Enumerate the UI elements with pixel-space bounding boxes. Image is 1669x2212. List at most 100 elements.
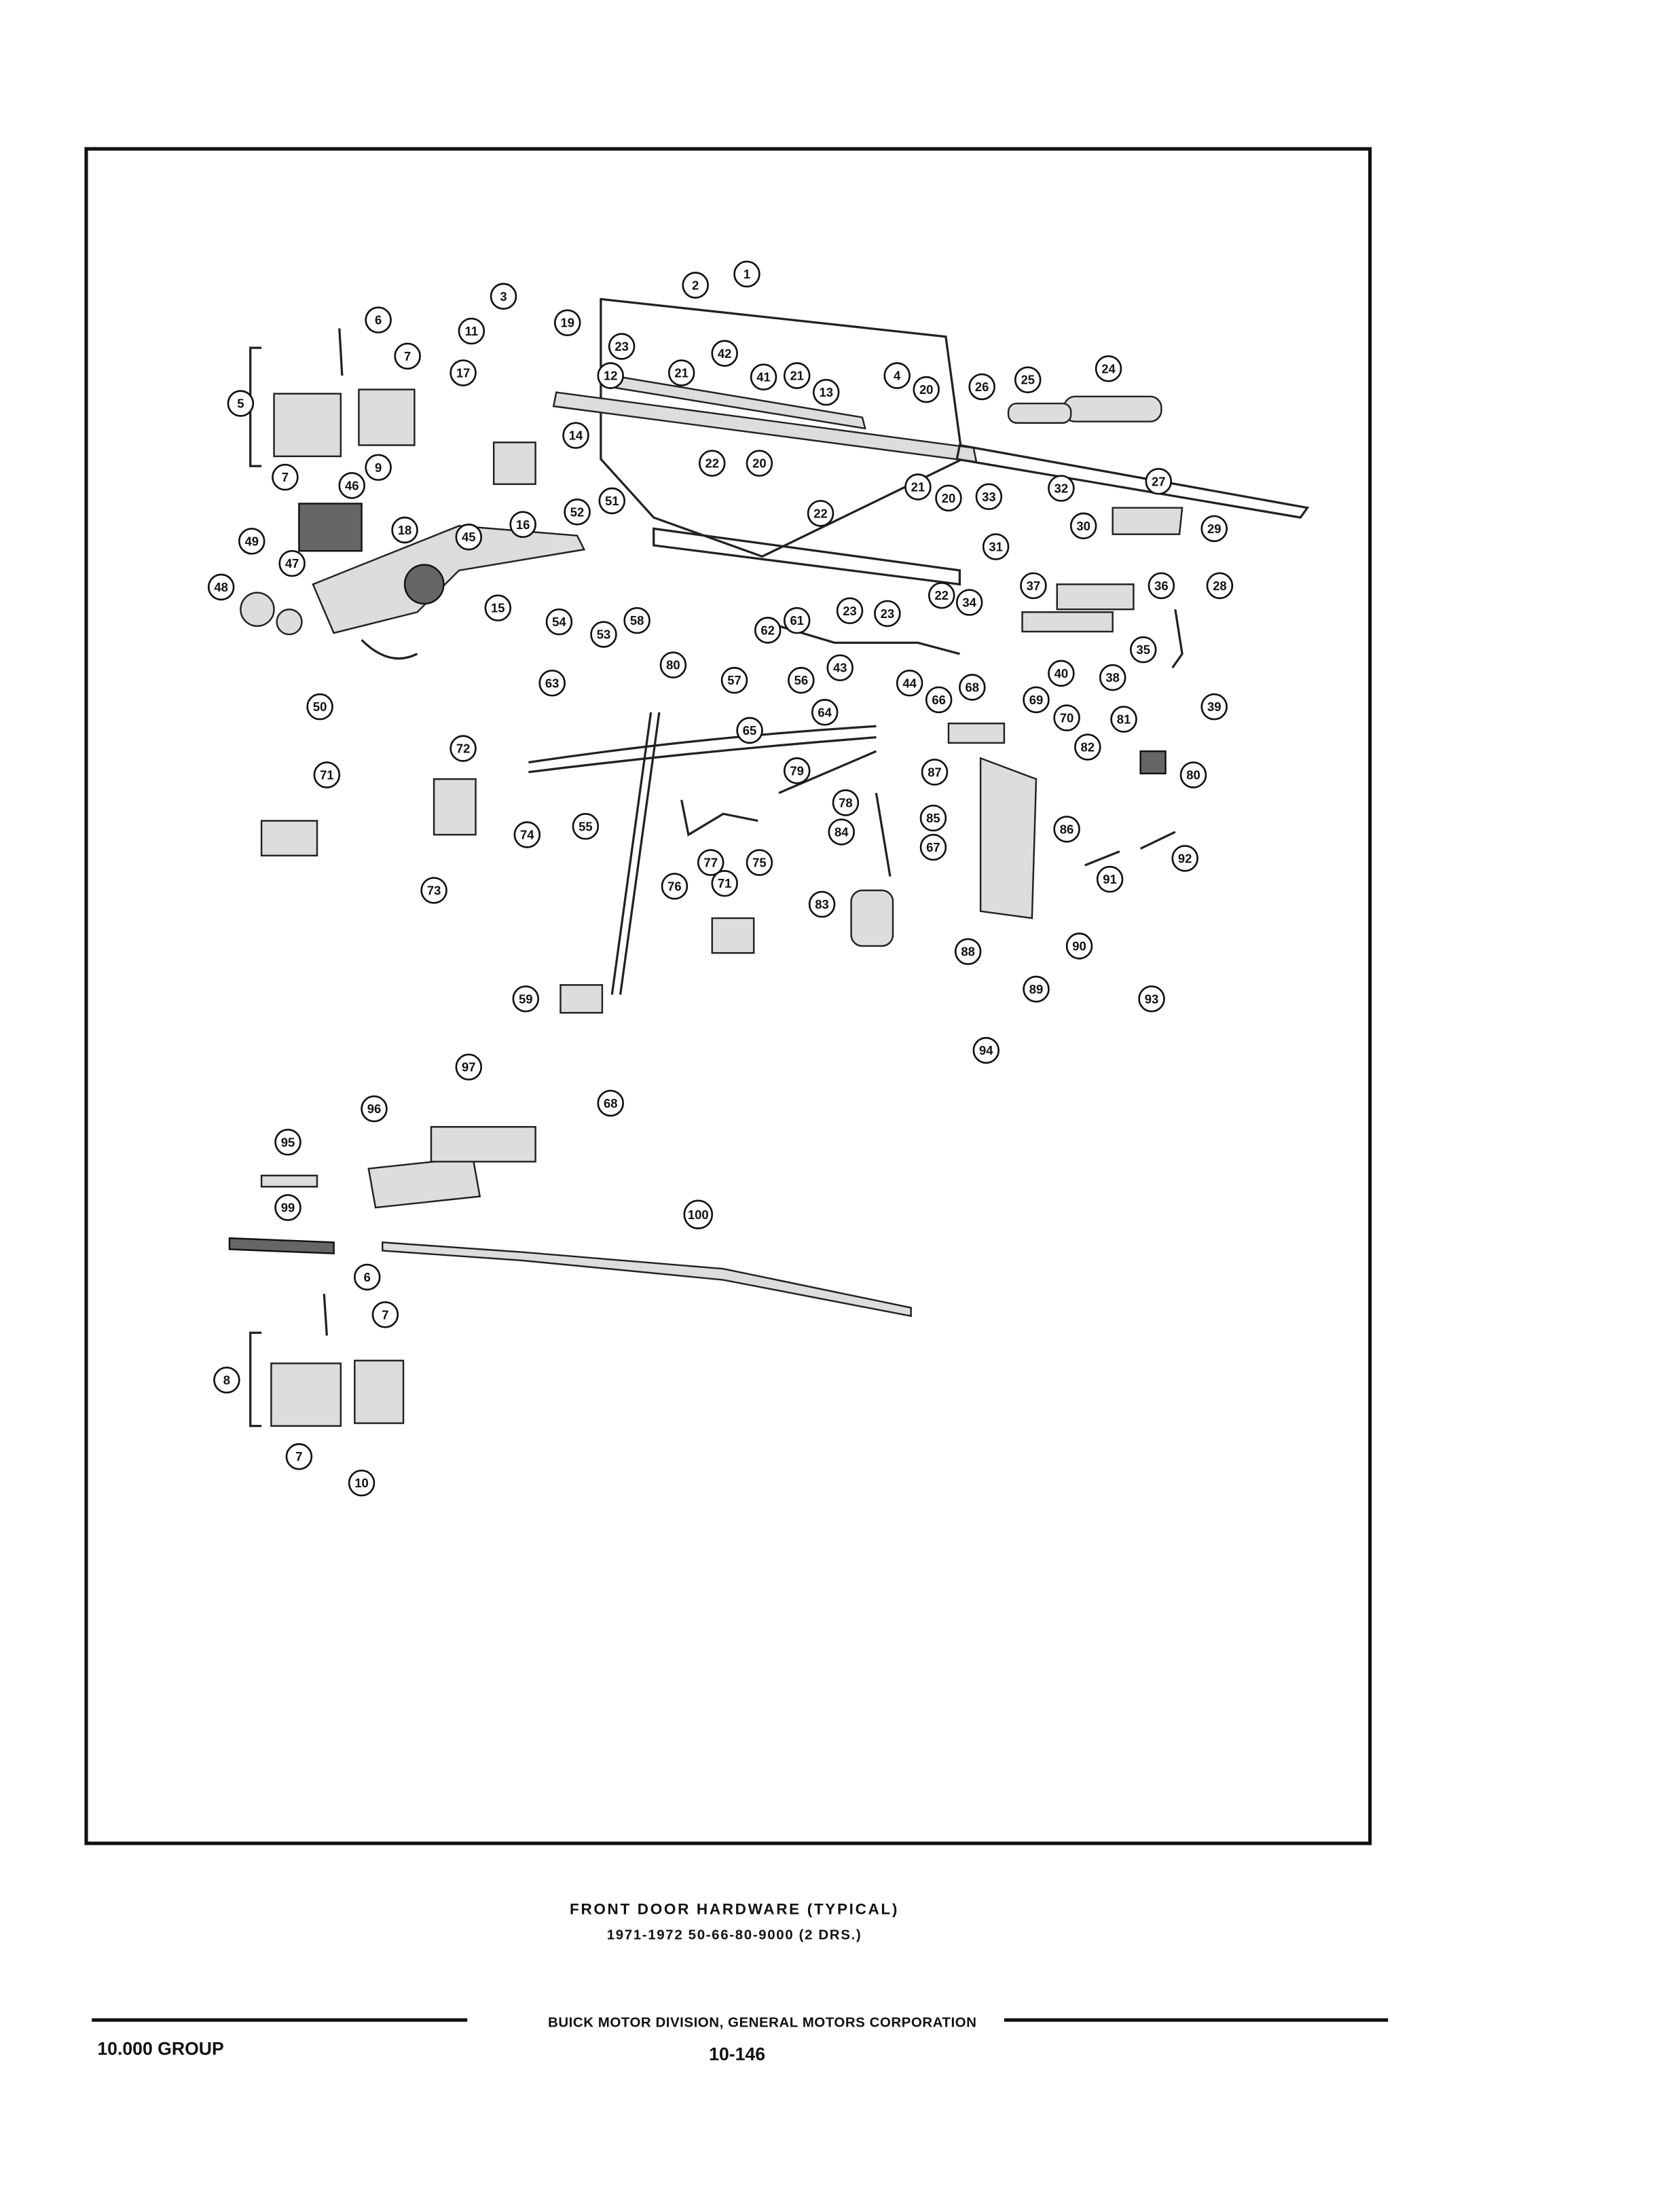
callout-number: 62	[760, 623, 774, 637]
callout-14: 14	[562, 422, 589, 449]
callout-circle	[608, 333, 636, 360]
callout-circle	[450, 735, 477, 762]
callout-number: 67	[926, 840, 940, 854]
callout-40: 40	[1048, 659, 1075, 687]
callout-circle	[904, 473, 932, 501]
lower-hinge-half	[354, 1360, 405, 1424]
callout-22: 22	[928, 581, 955, 609]
spring	[1084, 850, 1120, 867]
callout-85: 85	[919, 804, 947, 832]
callout-circle	[285, 1443, 313, 1470]
callout-circle	[455, 523, 483, 551]
callout-number: 38	[1105, 670, 1119, 685]
callout-circle	[564, 498, 591, 526]
callout-circle	[959, 674, 986, 701]
callout-80: 80	[1179, 761, 1207, 788]
callout-17: 17	[450, 359, 477, 386]
callout-circle	[597, 362, 624, 389]
callout-circle	[1179, 761, 1207, 788]
callout-number: 37	[1027, 579, 1040, 593]
figure-subtitle: 1971-1972 50-66-80-9000 (2 DRS.)	[607, 1927, 862, 1943]
callout-number: 76	[667, 879, 681, 893]
callout-56: 56	[788, 666, 815, 694]
callout-number: 6	[364, 1270, 371, 1284]
callout-92: 92	[1171, 845, 1198, 872]
callout-44: 44	[896, 670, 923, 697]
callout-63: 63	[538, 670, 566, 697]
callout-number: 54	[552, 615, 566, 629]
callout-84: 84	[828, 818, 856, 846]
callout-circle	[338, 472, 365, 499]
callout-circle	[836, 597, 864, 625]
callout-number: 68	[966, 680, 979, 694]
outside-handle	[1063, 395, 1162, 422]
callout-91: 91	[1096, 865, 1124, 893]
callout-62: 62	[754, 617, 782, 644]
callout-number: 42	[718, 346, 731, 361]
callout-59: 59	[512, 985, 540, 1013]
callout-24: 24	[1095, 355, 1122, 382]
callout-circle	[788, 666, 815, 694]
callout-number: 100	[688, 1208, 709, 1222]
inside-handle-71	[260, 820, 318, 857]
callout-number: 64	[818, 705, 832, 719]
callout-circle	[733, 260, 760, 288]
callout-36: 36	[1148, 572, 1175, 600]
rear-channel	[955, 443, 1310, 519]
callout-number: 51	[605, 494, 619, 508]
callout-71: 71	[313, 761, 341, 788]
callout-circle	[572, 812, 600, 840]
callout-circle	[896, 670, 923, 697]
callout-circle	[1148, 572, 1175, 600]
callout-circle	[1096, 865, 1124, 893]
callout-number: 29	[1207, 522, 1221, 536]
callout-number: 31	[989, 540, 1002, 554]
callout-43: 43	[826, 654, 854, 682]
callout-number: 35	[1136, 642, 1150, 657]
rod-bracket	[560, 984, 604, 1014]
callout-circle	[1206, 572, 1234, 600]
callout-number: 20	[919, 382, 933, 397]
callout-circle	[513, 821, 541, 848]
callout-number: 90	[1072, 939, 1086, 953]
callout-number: 56	[794, 673, 808, 687]
escutcheon	[276, 608, 303, 636]
callout-circle	[711, 340, 738, 367]
callout-number: 33	[982, 490, 995, 504]
callout-21: 21	[904, 473, 932, 501]
callout-number: 61	[790, 613, 803, 628]
callout-number: 52	[570, 505, 584, 519]
callout-circle	[365, 306, 392, 333]
callout-number: 72	[456, 742, 470, 756]
callout-94: 94	[972, 1036, 1000, 1064]
callout-number: 26	[975, 380, 989, 394]
callout-number: 10	[354, 1476, 368, 1490]
callout-number: 65	[743, 723, 756, 738]
callout-number: 85	[926, 811, 940, 825]
callout-6: 6	[365, 306, 392, 333]
callout-51: 51	[598, 487, 626, 515]
callout-circle	[1095, 355, 1122, 382]
callout-49: 49	[238, 528, 265, 555]
callout-88: 88	[954, 938, 982, 965]
callout-circle	[972, 1036, 1000, 1064]
callout-circle	[1099, 664, 1126, 691]
callout-95: 95	[274, 1128, 301, 1156]
lower-hinge-pin	[323, 1293, 328, 1336]
callout-circle	[811, 699, 839, 726]
callout-21: 21	[667, 359, 695, 386]
callout-circle	[698, 450, 726, 477]
callout-circle	[207, 573, 235, 601]
callout-number: 89	[1029, 982, 1043, 996]
callout-circle	[553, 309, 581, 337]
callout-number: 68	[604, 1096, 617, 1110]
callout-circle	[913, 376, 940, 403]
sector-gear	[361, 639, 418, 660]
callout-number: 50	[313, 700, 327, 714]
window-crank-handle	[240, 592, 275, 628]
callout-circle	[783, 362, 811, 389]
door-lock-assembly	[979, 757, 1038, 920]
callout-number: 40	[1054, 666, 1068, 681]
callout-number: 20	[752, 456, 766, 471]
window-regulator	[312, 525, 586, 634]
